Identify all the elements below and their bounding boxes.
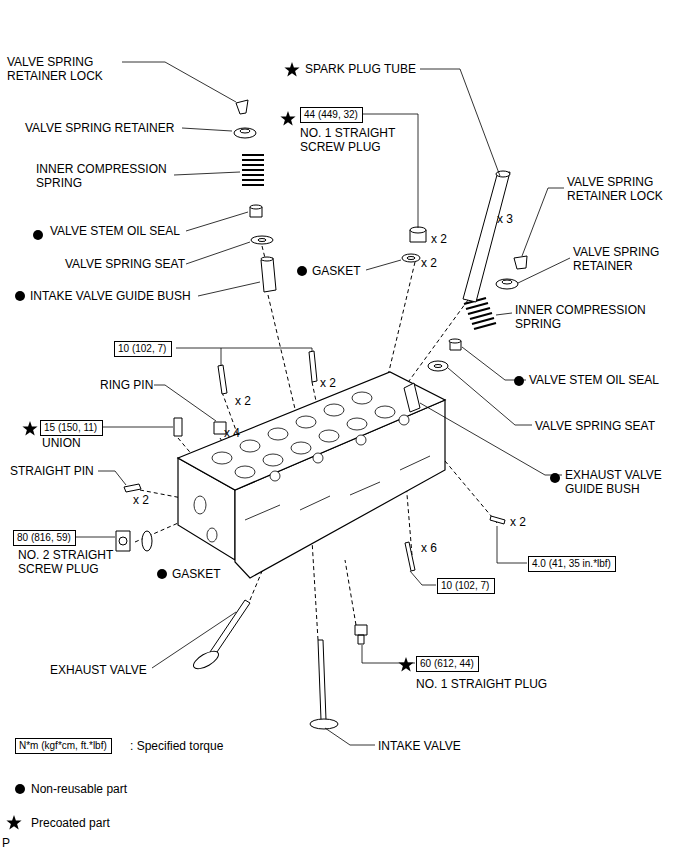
- part-label: STRAIGHT PIN: [10, 464, 94, 478]
- part-label: VALVE SPRING RETAINER LOCK: [7, 55, 117, 83]
- part-label: VALVE SPRING SEAT: [535, 419, 655, 433]
- part-label: VALVE SPRING RETAINER LOCK: [567, 175, 677, 203]
- torque-value: 80 (816, 59): [17, 532, 71, 543]
- quantity-label: x 3: [497, 212, 513, 226]
- torque-value: 60 (612, 44): [420, 658, 474, 669]
- part-label: INNER COMPRESSION SPRING: [515, 303, 650, 331]
- part-label: VALVE STEM OIL SEAL: [50, 224, 180, 238]
- quantity-label: x 2: [431, 232, 447, 246]
- quantity-label: x 4: [224, 426, 240, 440]
- part-label: GASKET: [312, 264, 361, 278]
- part-label: NO. 1 STRAIGHT PLUG: [416, 677, 547, 691]
- torque-value: 10 (102, 7): [441, 580, 489, 591]
- torque-box: 80 (816, 59): [13, 530, 76, 546]
- quantity-label: x 6: [421, 541, 437, 555]
- torque-value: N*m (kgf*cm, ft.*lbf): [19, 740, 107, 751]
- quantity-label: x 2: [133, 493, 149, 507]
- part-label: VALVE SPRING RETAINER: [573, 245, 683, 273]
- torque-box: 15 (150, 11): [40, 420, 103, 436]
- torque-box: 60 (612, 44): [416, 656, 479, 672]
- part-label: INNER COMPRESSION SPRING: [36, 162, 171, 190]
- quantity-label: x 2: [320, 376, 336, 390]
- part-label: NO. 1 STRAIGHT SCREW PLUG: [300, 126, 410, 154]
- torque-box: 10 (102, 7): [437, 578, 495, 594]
- torque-value: 44 (449, 32): [304, 109, 358, 120]
- part-label: VALVE STEM OIL SEAL: [529, 373, 659, 387]
- legend-text: Non-reusable part: [31, 782, 127, 796]
- quantity-label: x 2: [510, 515, 526, 529]
- part-label: INTAKE VALVE GUIDE BUSH: [30, 289, 191, 303]
- part-label: VALVE SPRING SEAT: [65, 257, 185, 271]
- part-label: INTAKE VALVE: [378, 739, 461, 753]
- torque-value: 15 (150, 11): [44, 422, 97, 433]
- part-label: VALVE SPRING RETAINER: [25, 121, 174, 135]
- torque-box: 10 (102, 7): [114, 341, 172, 357]
- part-label: P: [2, 836, 10, 850]
- torque-value: 10 (102, 7): [118, 343, 166, 354]
- part-label: NO. 2 STRAIGHT SCREW PLUG: [18, 548, 128, 576]
- part-label: GASKET: [172, 567, 221, 581]
- part-label: EXHAUST VALVE GUIDE BUSH: [565, 468, 675, 496]
- torque-box: 4.0 (41, 35 in.*lbf): [528, 556, 616, 572]
- torque-box: 44 (449, 32): [300, 107, 363, 123]
- torque-box: N*m (kgf*cm, ft.*lbf): [15, 738, 112, 754]
- part-label: UNION: [42, 436, 81, 450]
- part-label: EXHAUST VALVE: [50, 663, 147, 677]
- torque-value: 4.0 (41, 35 in.*lbf): [532, 558, 611, 569]
- quantity-label: x 2: [235, 394, 251, 408]
- quantity-label: x 2: [421, 256, 437, 270]
- part-label: SPARK PLUG TUBE: [305, 62, 416, 76]
- legend-text: : Specified torque: [130, 739, 223, 753]
- part-label: RING PIN: [100, 378, 153, 392]
- legend-text: Precoated part: [31, 816, 110, 830]
